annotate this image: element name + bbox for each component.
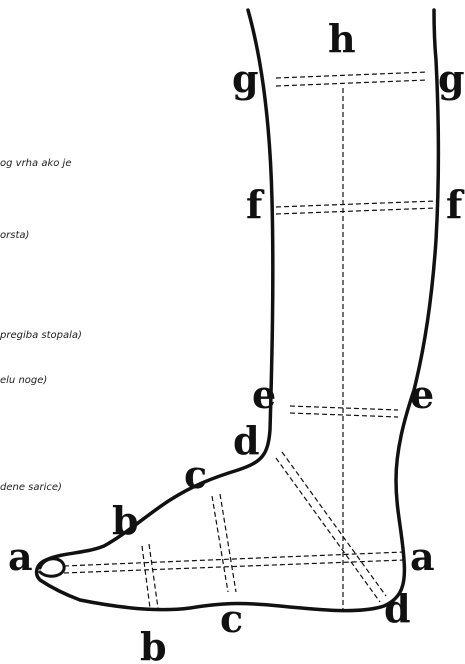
toe-loop — [38, 557, 66, 578]
label-h: h — [328, 16, 356, 61]
note-text-3: pregiba stopala) — [0, 330, 82, 341]
guide-a — [63, 551, 405, 574]
label-c-bottom: c — [220, 596, 243, 641]
label-e-right: e — [410, 372, 434, 417]
label-a-left: a — [8, 534, 33, 579]
guide-d — [275, 451, 387, 603]
label-a-right: a — [410, 534, 435, 579]
guide-f — [275, 200, 437, 215]
leg-outline — [34, 8, 441, 613]
note-text-5: dene sarice) — [0, 482, 62, 493]
label-b-bottom: b — [140, 624, 167, 664]
label-b-top: b — [112, 498, 139, 543]
label-d-bottom: d — [384, 586, 411, 631]
label-c-top: c — [184, 452, 207, 497]
label-d-top: d — [233, 418, 260, 463]
label-e-left: e — [252, 372, 276, 417]
label-g-right: g — [438, 56, 465, 101]
note-text-2: orsta) — [0, 230, 30, 241]
label-f-right: f — [446, 182, 465, 227]
guide-e — [289, 405, 399, 418]
label-g-left: g — [232, 56, 259, 101]
label-f-left: f — [246, 182, 265, 227]
guide-g — [275, 71, 429, 87]
guide-b — [141, 543, 159, 609]
note-text-1: og vrha ako je — [0, 158, 72, 169]
note-text-4: elu noge) — [0, 375, 48, 386]
guide-c — [211, 493, 237, 593]
